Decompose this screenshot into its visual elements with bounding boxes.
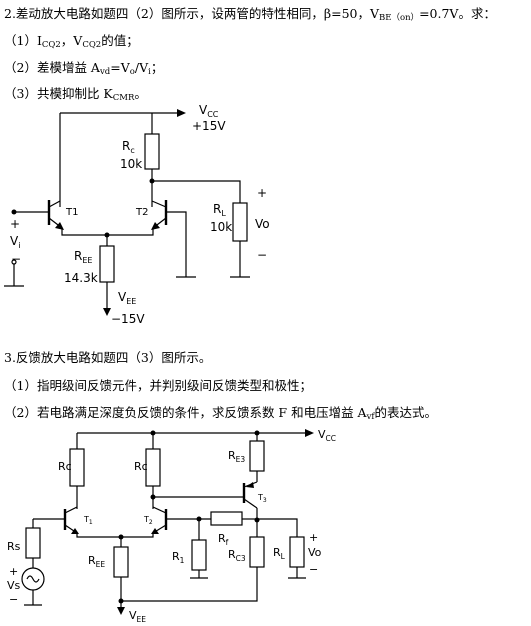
vo-label-2: Vo xyxy=(308,546,322,559)
rc-label: Rc xyxy=(122,139,135,155)
t2-label: T2 xyxy=(135,207,148,218)
t2-label-2: T2 xyxy=(143,515,153,526)
rc3-label: RC3 xyxy=(228,548,246,563)
vo-plus: + xyxy=(257,186,267,200)
problem2-title: 2.差动放大电路如题四（2）图所示，设两管的特性相同，β=50，VBE（on）=… xyxy=(4,6,496,23)
ree-label-2: REE xyxy=(88,554,105,569)
vi-plus: + xyxy=(10,217,20,231)
rc-left-label: Rc xyxy=(58,460,72,473)
vee-label-2: VEE xyxy=(129,609,146,624)
problem3-question-2: （2）若电路满足深度负反馈的条件，求反馈系数 F 和电压增益 Avf的表达式。 xyxy=(4,405,438,422)
problem2-question-1: （1）ICQ2，VCQ2的值； xyxy=(4,33,139,50)
t1-label: T1 xyxy=(65,207,78,218)
circuit-diagram-1: VCC +15V Rc 10k RL 10k + Vo − T1 T2 REE … xyxy=(4,103,270,326)
problem3-title: 3.反馈放大电路如题四（3）图所示。 xyxy=(4,350,212,365)
vi-minus: − xyxy=(11,252,21,266)
problem2-question-3: （3）共模抑制比 KCMR。 xyxy=(4,86,147,103)
rf-label: Rf xyxy=(218,532,229,547)
vo-minus-2: − xyxy=(309,563,318,576)
re3-label: RE3 xyxy=(228,449,245,464)
problem2-question-2: （2）差模增益 Avd=Vo/Vi； xyxy=(4,60,164,77)
vs-minus: − xyxy=(9,593,18,606)
ree-label: REE xyxy=(74,249,92,265)
t1-label-2: T1 xyxy=(83,515,93,526)
resistor-rs xyxy=(25,527,41,559)
problem3-question-1: （1）指明级间反馈元件，并判别级间反馈类型和极性； xyxy=(4,378,312,393)
vcc-label-2: VCC xyxy=(318,428,336,443)
vo-label: Vo xyxy=(255,217,270,231)
resistor-rc-right xyxy=(145,448,161,487)
vs-label: Vs xyxy=(7,579,21,592)
resistor-rl-2 xyxy=(289,536,305,568)
resistor-r1 xyxy=(191,539,207,571)
vcc-value: +15V xyxy=(192,119,226,133)
vcc-rail xyxy=(59,112,178,207)
r1-label: R1 xyxy=(172,550,185,565)
vo-plus-2: + xyxy=(309,531,318,544)
resistor-rf xyxy=(210,511,243,526)
resistor-rc3 xyxy=(249,536,265,568)
rl-label: RL xyxy=(213,202,226,218)
vee-label: VEE xyxy=(118,290,136,306)
rs-label: Rs xyxy=(7,540,21,553)
resistor-re3 xyxy=(249,440,265,472)
resistor-rc-left xyxy=(69,448,85,487)
resistor-ree-2 xyxy=(113,546,129,578)
vo-minus: − xyxy=(257,248,267,262)
vi-label: Vi xyxy=(10,234,20,250)
vcc-arrow xyxy=(177,109,186,117)
rl-value: 10k xyxy=(210,220,232,234)
rl-label-2: RL xyxy=(273,546,286,561)
vs-plus: + xyxy=(9,565,18,578)
t3-label: T3 xyxy=(257,493,267,504)
ree-value: 14.3k xyxy=(64,271,98,285)
rc-right-label: Rc xyxy=(134,460,148,473)
rc-value: 10k xyxy=(120,157,142,171)
vcc-label: VCC xyxy=(199,103,219,119)
vee-value: −15V xyxy=(111,312,145,326)
